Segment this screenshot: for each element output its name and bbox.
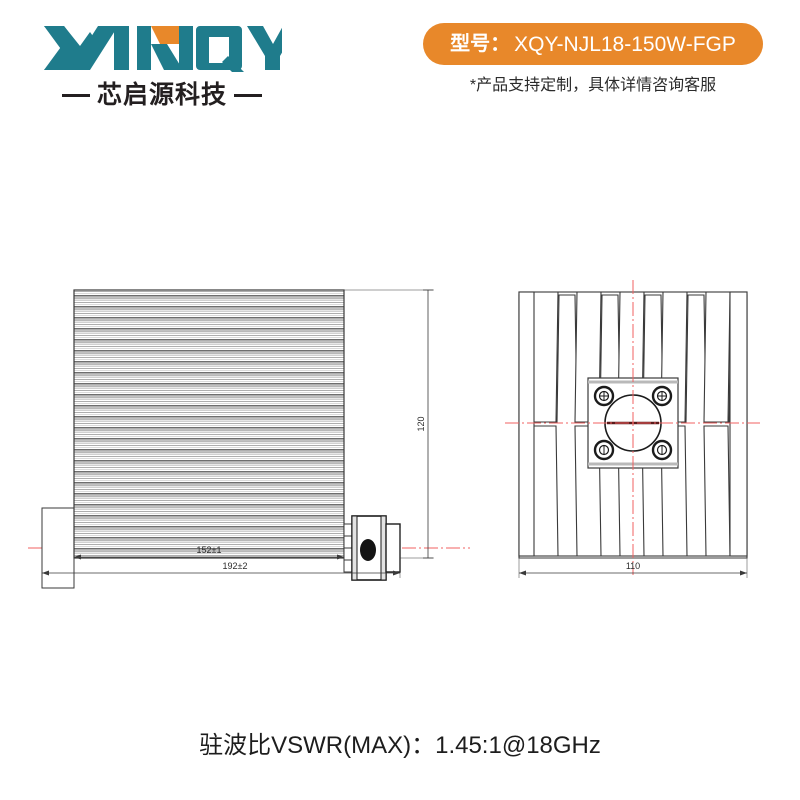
front-view-fin-right-edge <box>729 291 748 557</box>
dim-192-arrow-left <box>42 570 49 576</box>
logo-letter-y <box>247 26 282 70</box>
logo-letter-n-right <box>179 26 193 70</box>
logo-rule-right <box>234 93 262 97</box>
dim-152-arrow-left <box>74 554 81 560</box>
page-header: 芯启源科技 型号： XQY-NJL18-150W-FGP *产品支持定制，具体详… <box>0 0 800 125</box>
front-view-screw-group <box>593 385 673 461</box>
logo-letter-i <box>114 26 129 70</box>
logo-letter-x-b <box>44 40 76 70</box>
model-number-value: XQY-NJL18-150W-FGP <box>514 32 736 56</box>
spec-caption: 驻波比VSWR(MAX)：1.45:1@18GHz <box>199 732 601 759</box>
company-logo: 芯启源科技 <box>42 22 282 112</box>
dim-152-arrow-right <box>337 554 344 560</box>
front-view-screw-bottom-right <box>651 439 673 461</box>
side-view-group: 120 152±1 192±2 <box>28 289 470 589</box>
side-view-body-outline-upper <box>73 289 345 559</box>
logo-wordmark-xinqy <box>44 26 282 72</box>
dim-110-arrow-left <box>519 570 526 576</box>
logo-letter-q-tail <box>222 56 244 72</box>
logo-letter-n-accent <box>151 26 179 44</box>
connector-center-pin <box>360 539 376 561</box>
logo-letter-x-c <box>70 26 118 70</box>
front-view-screw-top-left <box>593 385 615 407</box>
connector-flat-left <box>351 515 358 581</box>
dim-110-arrow-right <box>740 570 747 576</box>
front-view-screw-bottom-left <box>593 439 615 461</box>
logo-letter-n-left <box>137 26 151 70</box>
logo-rule-left <box>61 93 90 97</box>
connector-flat-right <box>380 515 387 581</box>
customization-note: *产品支持定制，具体详情咨询客服 <box>469 77 717 94</box>
front-view-fin-left-edge <box>518 291 535 557</box>
technical-drawing: 120 152±1 192±2 <box>0 130 800 720</box>
front-view-screw-top-right <box>651 385 673 407</box>
dim-label-152: 152±1 <box>197 545 222 555</box>
logo-chinese-row: 芯启源科技 <box>42 79 282 111</box>
logo-letter-n-diagonal <box>151 44 183 70</box>
connector-end-cap <box>385 523 401 573</box>
dim-192-arrow-right <box>393 570 400 576</box>
front-view-group: 110 <box>505 280 760 578</box>
side-view-body-fins-upper <box>74 290 344 558</box>
model-number-label: 型号： <box>450 33 511 55</box>
model-number-badge: 型号： XQY-NJL18-150W-FGP <box>423 23 763 65</box>
dim-label-110: 110 <box>626 561 640 571</box>
dim-label-192: 192±2 <box>223 561 248 571</box>
dim-label-120: 120 <box>416 416 426 431</box>
drawing-canvas: 120 152±1 192±2 <box>28 280 760 589</box>
logo-chinese-name: 芯启源科技 <box>96 80 227 109</box>
side-view-rear-boss <box>41 507 75 589</box>
